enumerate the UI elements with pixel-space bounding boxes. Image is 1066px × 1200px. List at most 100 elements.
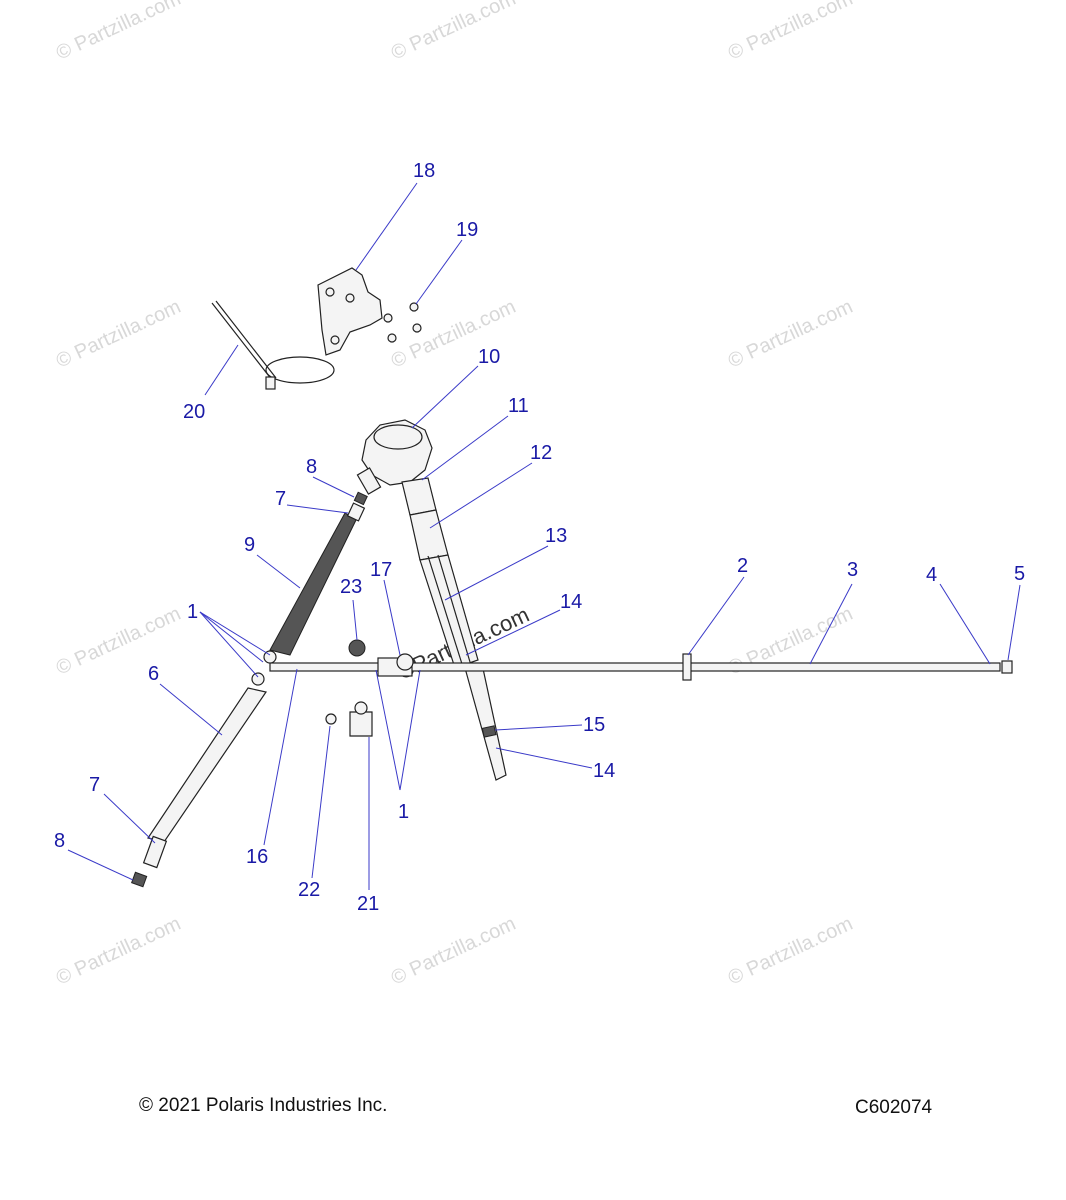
leader-11: [421, 415, 509, 481]
leader-1b: [375, 669, 401, 791]
leader-1a: [199, 611, 271, 656]
motor-fitting: [356, 467, 382, 495]
watermark: © Partzilla.com: [388, 0, 519, 65]
fitting-part-1: [251, 672, 265, 686]
callout-19: 19: [456, 219, 478, 241]
nut-part-22: [325, 713, 337, 725]
cap-part-7: [346, 502, 366, 522]
watermark: © Partzilla.com: [53, 603, 184, 680]
nut-part-8: [353, 491, 368, 506]
watermarks: © Partzilla.com © Partzilla.com © Partzi…: [53, 0, 856, 990]
callout-20: 20: [183, 401, 205, 423]
clip-hole: [354, 701, 368, 715]
leader-10: [411, 365, 479, 429]
leader-lines: [67, 182, 1021, 890]
leader-18: [355, 182, 418, 271]
leader-19: [415, 239, 463, 305]
leader-8b: [67, 849, 134, 881]
leader-22: [311, 725, 331, 879]
callout-4: 4: [926, 564, 937, 586]
leader-2: [687, 576, 745, 656]
leader-3: [809, 583, 853, 665]
callout-1a: 1: [187, 601, 198, 623]
callout-14a: 14: [560, 591, 582, 613]
cable-tie-head: [265, 376, 276, 390]
callout-23: 23: [340, 576, 362, 598]
bracket-hole: [325, 287, 335, 297]
steering-column-part-11: [401, 477, 437, 516]
screw-part-19: [383, 313, 393, 323]
callout-7a: 7: [275, 488, 286, 510]
leader-1a: [199, 611, 259, 678]
leader-15: [494, 724, 583, 731]
leader-20: [204, 344, 239, 396]
bracket-hole: [345, 293, 355, 303]
watermark: © Partzilla.com: [725, 913, 856, 990]
watermark: © Partzilla.com: [53, 0, 184, 65]
leader-4: [939, 583, 991, 665]
callout-7b: 7: [89, 774, 100, 796]
watermark: © Partzilla.com: [53, 913, 184, 990]
callout-18: 18: [413, 160, 435, 182]
callout-22: 22: [298, 879, 320, 901]
leader-1a: [199, 611, 264, 663]
callout-8b: 8: [54, 830, 65, 852]
watermark: © Partzilla.com: [725, 296, 856, 373]
bracket-hole: [330, 335, 340, 345]
fitting-part-1: [263, 650, 277, 664]
leader-16: [263, 668, 298, 846]
callout-5: 5: [1014, 563, 1025, 585]
leader-12: [429, 462, 533, 529]
diagram-code: C602074: [855, 1097, 933, 1118]
ring-part-15: [481, 725, 497, 738]
parts-illustration: [131, 267, 1013, 888]
leader-7b: [103, 793, 156, 844]
cable-tie-strap: [211, 302, 273, 381]
leader-9: [256, 554, 301, 589]
screw-part-19: [412, 323, 422, 333]
leader-5: [1007, 584, 1021, 661]
leader-13: [444, 545, 549, 601]
watermark: © Partzilla.com: [388, 913, 519, 990]
callout-6: 6: [148, 663, 159, 685]
clip-part-21: [349, 711, 373, 737]
shaft-ridge: [427, 555, 463, 665]
callout-10: 10: [478, 346, 500, 368]
leader-14b: [495, 747, 593, 769]
callout-12: 12: [530, 442, 552, 464]
callout-11: 11: [508, 395, 529, 417]
callout-8a: 8: [306, 456, 317, 478]
watermark: © Partzilla.com: [725, 0, 856, 65]
cap-part-7: [142, 835, 168, 869]
leader-14a: [465, 609, 561, 656]
leader-1b: [399, 669, 421, 791]
callout-1b: 1: [398, 801, 409, 823]
leader-6: [159, 683, 223, 736]
leader-7a: [286, 504, 349, 514]
callout-2: 2: [737, 555, 748, 577]
callout-21: 21: [357, 893, 379, 915]
callout-13: 13: [545, 525, 567, 547]
lower-shaft-part-14: [464, 663, 507, 781]
callout-14b: 14: [593, 760, 615, 782]
shaft-ridge: [437, 554, 471, 663]
boot-part-12: [409, 509, 449, 561]
leader-17: [383, 579, 401, 656]
callout-16: 16: [246, 846, 268, 868]
cable-tie-strap: [215, 300, 277, 379]
tube-part-6: [147, 687, 267, 843]
clamp-bolt: [396, 653, 414, 671]
tie-rod-part-3: [269, 662, 1001, 672]
cable-tie-loop: [265, 356, 335, 384]
callout-9: 9: [244, 534, 255, 556]
leader-8a: [312, 476, 355, 498]
nut-part-5: [1001, 660, 1013, 674]
screw-part-19: [409, 302, 419, 312]
watermark: © Partzilla.com: [53, 296, 184, 373]
callouts: 18 19 20 10 11 12 13 14 15 14 2 3 4 5 8 …: [54, 160, 1025, 915]
leader-23: [352, 599, 358, 641]
motor-cap: [373, 424, 423, 450]
callout-15: 15: [583, 714, 605, 736]
grommet-part-23: [348, 639, 366, 657]
